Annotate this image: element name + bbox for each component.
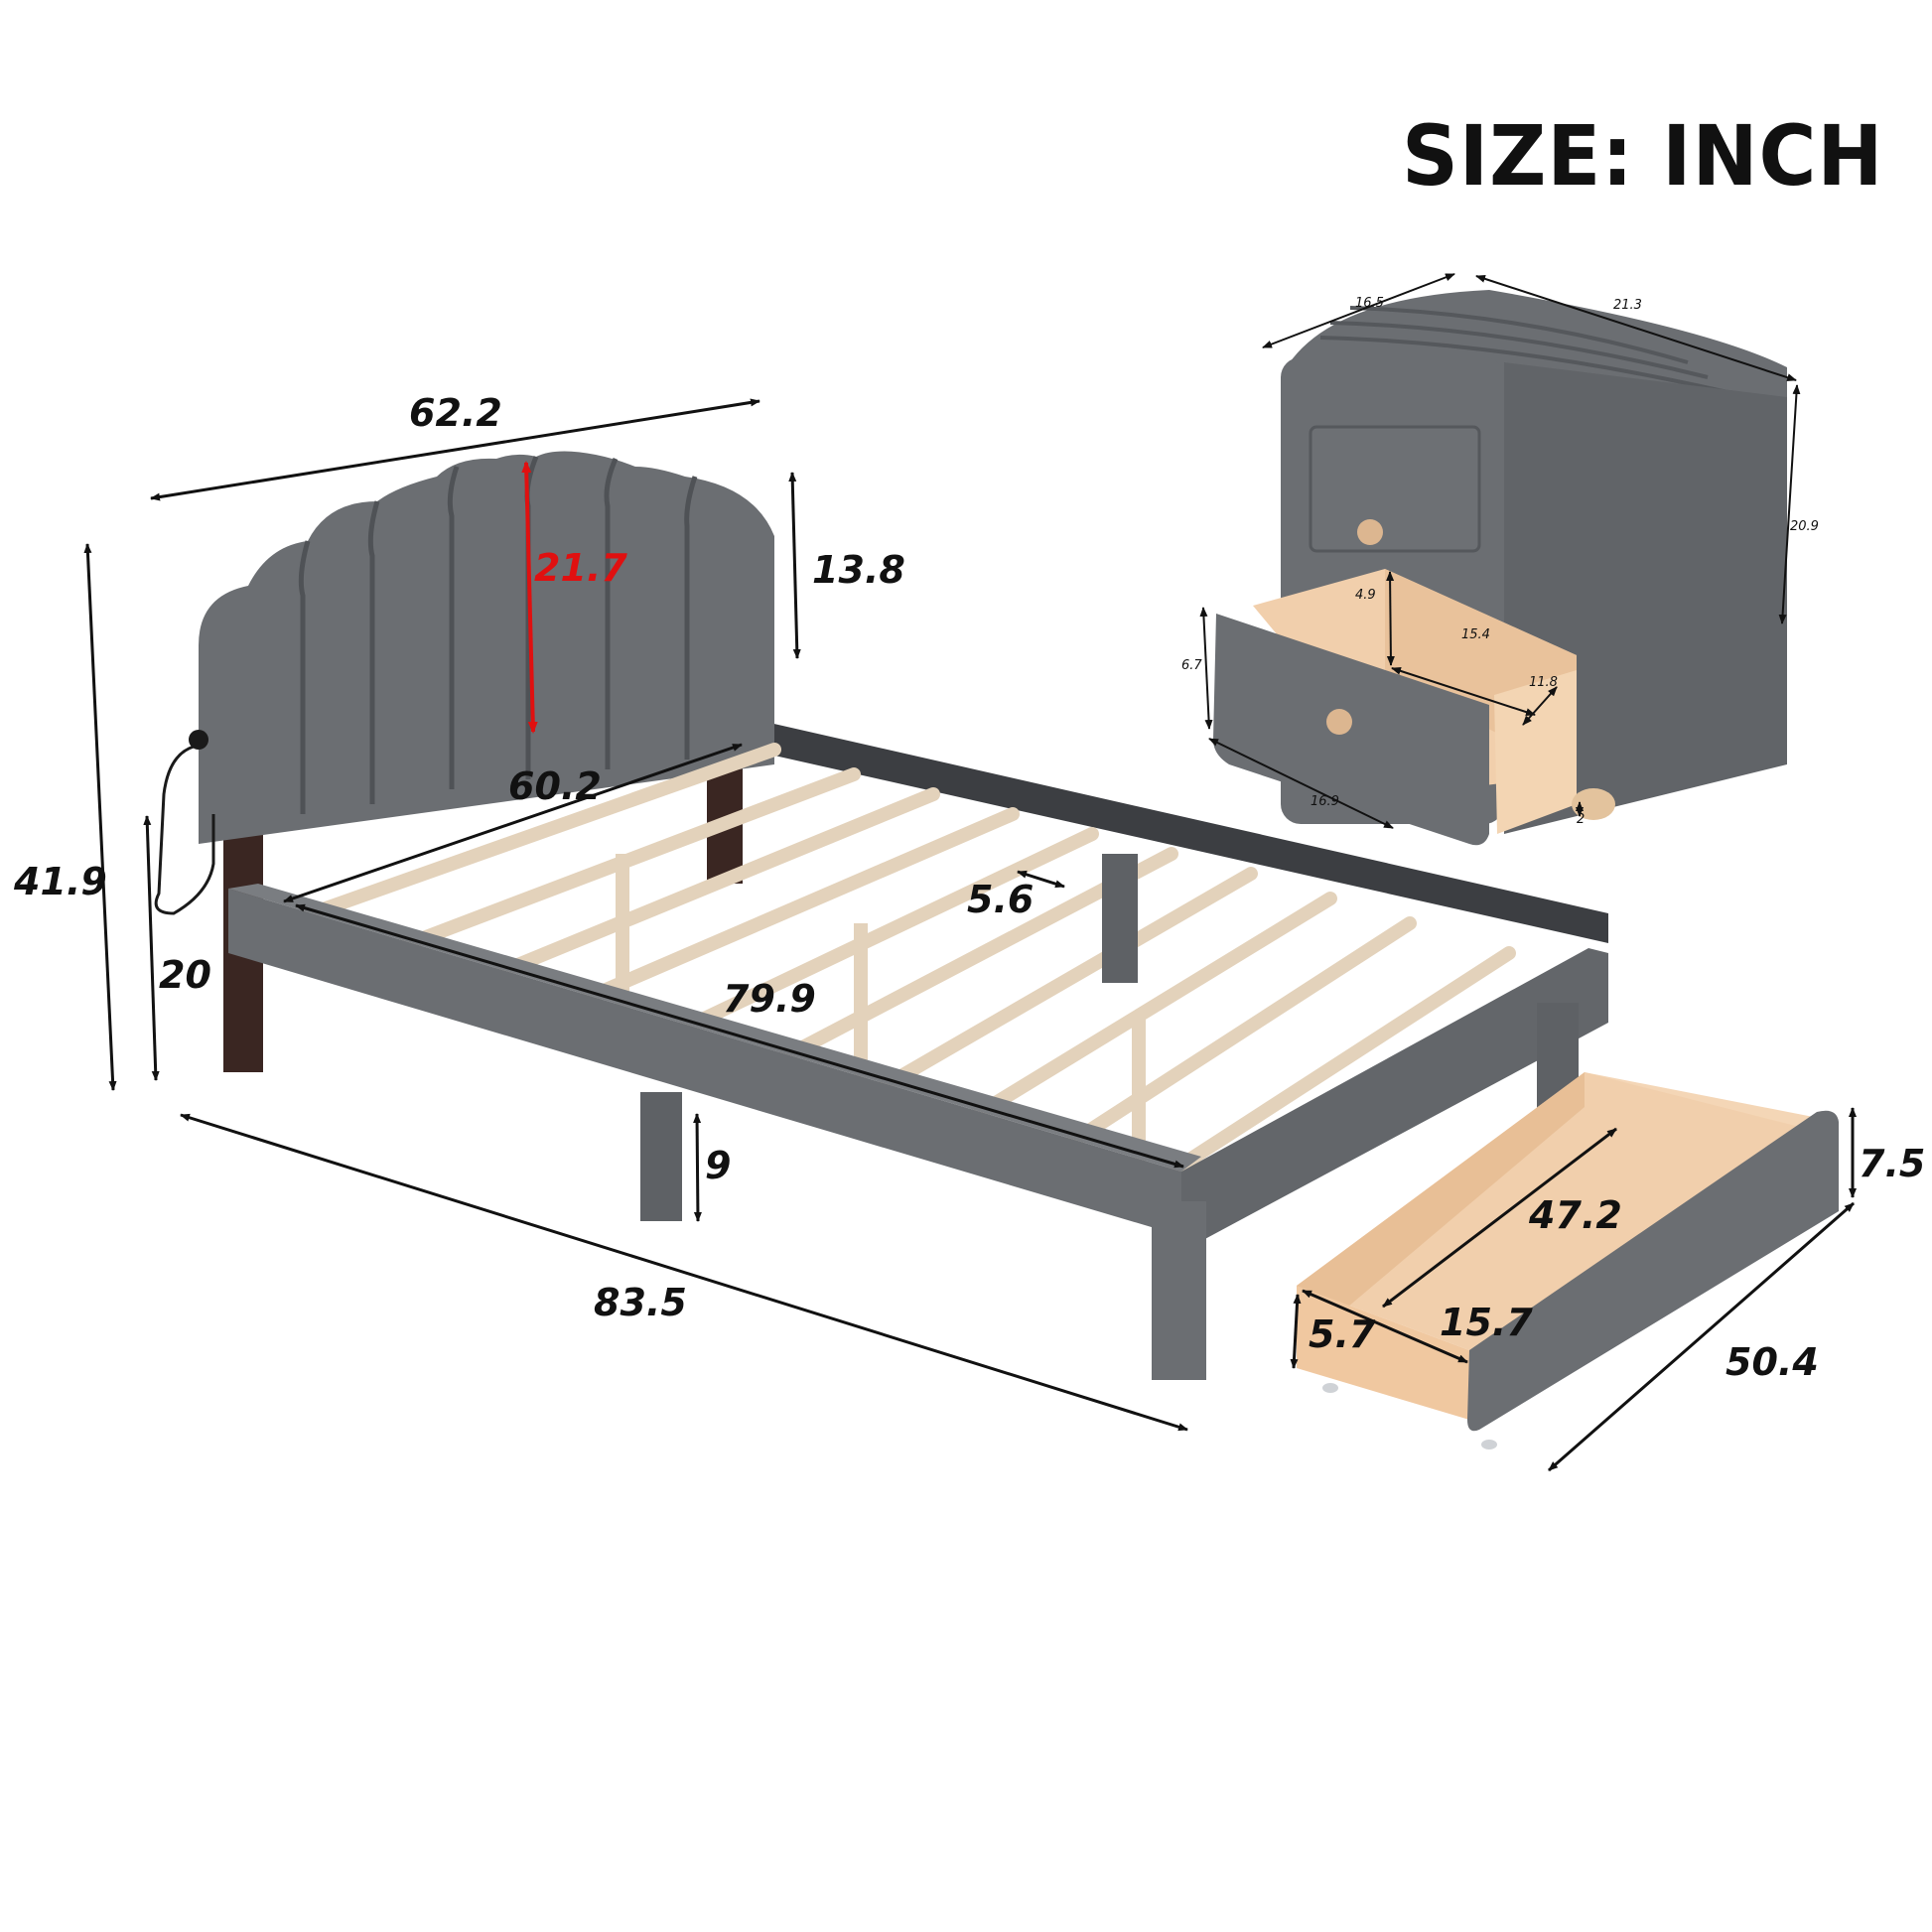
headboard-width-label: 62.2	[409, 391, 502, 435]
nightstand-height-label: 20.9	[1790, 519, 1819, 534]
nightstand-drawer-inner-width-label: 15.4	[1461, 627, 1490, 642]
nightstand-illustration	[1213, 290, 1787, 846]
nightstand-top-knob	[1357, 519, 1383, 545]
headboard-height-red-line	[521, 461, 538, 734]
size-unit-title: SIZE: INCH	[1402, 107, 1884, 205]
drawer-front-height-label: 7.5	[1859, 1142, 1926, 1185]
drawer-caster	[1481, 1440, 1497, 1449]
drawer-overall-length-label: 50.4	[1725, 1340, 1819, 1384]
nightstand-dimension-lines	[1199, 273, 1801, 829]
nightstand-top-drawer	[1309, 425, 1481, 553]
interior-width-label: 60.2	[508, 764, 602, 808]
bed-dimension-lines	[83, 398, 1188, 1432]
nightstand-drawer-front-width-label: 16.9	[1311, 794, 1339, 809]
center-support-leg	[1102, 854, 1138, 983]
nightstand-bottom-knob	[1326, 709, 1352, 735]
nightstand-width-label: 21.3	[1613, 298, 1642, 313]
drawer-inner-height-label: 5.7	[1309, 1312, 1376, 1356]
nightstand-drawer-inner-height-label: 4.9	[1355, 588, 1376, 603]
headboard-bottom-height-label: 20	[159, 953, 211, 997]
overall-length-label: 83.5	[594, 1281, 687, 1324]
leg-height-label: 9	[705, 1144, 732, 1187]
drawer-dimension-lines	[1290, 1107, 1857, 1472]
interior-length-label: 79.9	[723, 977, 816, 1021]
nightstand-foot-height-label: 2	[1577, 812, 1586, 827]
drawer-caster	[1322, 1383, 1338, 1393]
nightstand-drawer-front	[1213, 614, 1489, 846]
nightstand-drawer-front-height-label: 6.7	[1181, 658, 1202, 673]
bed-foot-rail	[1181, 948, 1608, 1241]
bed-leg-middle	[640, 1092, 682, 1221]
bed-back-rail	[735, 715, 1608, 943]
overall-height-label: 41.9	[14, 860, 107, 903]
bed-leg-front-corner	[1152, 1201, 1206, 1380]
headboard-panel-height-label: 13.8	[812, 548, 905, 592]
nightstand-depth-label: 16.5	[1355, 296, 1384, 311]
usb-port	[189, 730, 208, 750]
drawer-inner-width-label: 15.7	[1440, 1301, 1533, 1344]
slat-gap-label: 5.6	[967, 878, 1035, 921]
drawer-inner-length-label: 47.2	[1529, 1193, 1622, 1237]
headboard-height-label: 21.7	[534, 546, 627, 590]
nightstand-drawer-inner-depth-label: 11.8	[1529, 675, 1558, 690]
